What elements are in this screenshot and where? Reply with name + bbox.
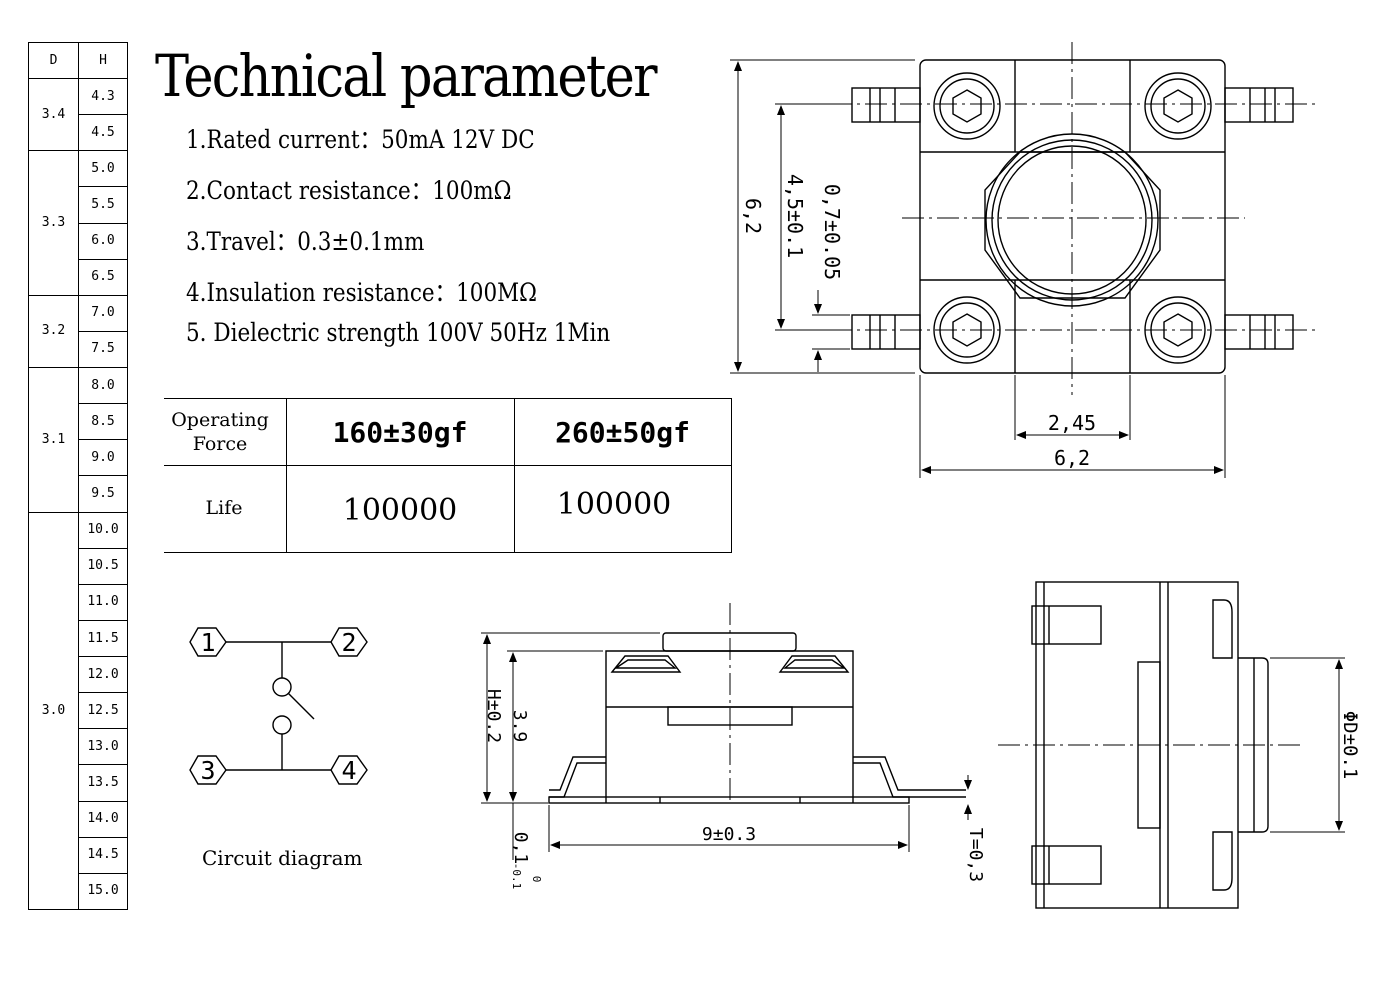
table-rule xyxy=(78,800,128,802)
dimension-table: D H 3.4 4.3 4.5 3.3 5.0 5.5 6.0 6.5 3.2 7.0 7.5 3.1… xyxy=(28,42,128,910)
dim-top-pin: 0,7±0.05 xyxy=(820,184,844,280)
circuit-diagram xyxy=(189,627,368,785)
dim-top-inner: 4,5±0.1 xyxy=(783,174,807,258)
table-rule xyxy=(78,583,128,585)
table-divider xyxy=(286,399,287,552)
param-dielectric-strength: 5. Dielectric strength 100V 50Hz 1Min xyxy=(186,318,611,347)
table-cell-d: 3.3 xyxy=(41,215,66,230)
table-rule xyxy=(78,439,128,441)
table-cell-h: 9.0 xyxy=(91,449,115,465)
table-rule xyxy=(78,836,128,838)
side-view-dimensions xyxy=(481,632,972,860)
param-contact-resistance: 2.Contact resistance：100mΩ xyxy=(186,176,512,205)
table-cell-h: 7.5 xyxy=(91,341,115,357)
dim-top-height: 6,2 xyxy=(741,198,765,234)
circuit-diagram-label: Circuit diagram xyxy=(202,846,363,870)
col-header-h: H xyxy=(99,53,107,68)
table-cell-h: 11.0 xyxy=(87,594,119,610)
table-cell-h: 4.5 xyxy=(91,124,115,140)
pin-1-icon xyxy=(189,627,227,657)
top-view-dimensions xyxy=(730,59,1226,478)
table-cell-h: 6.0 xyxy=(91,233,115,249)
page-title: Technical parameter xyxy=(155,42,657,110)
table-rule xyxy=(78,403,128,405)
table-rule xyxy=(78,186,128,188)
table-cell-d: 3.0 xyxy=(41,702,66,718)
table-rule xyxy=(78,222,128,224)
table-rule xyxy=(29,294,128,296)
dim-side-base-tol-upper: 0 xyxy=(530,876,543,883)
table-cell-h: 12.5 xyxy=(87,702,119,718)
dim-side-height: H±0.2 xyxy=(483,689,504,743)
table-cell-d: 3.1 xyxy=(41,431,66,447)
table-cell-h: 15.0 xyxy=(87,883,119,899)
table-cell-h: 9.5 xyxy=(91,485,115,501)
dim-end-diameter: ΦD±0.1 xyxy=(1339,711,1361,780)
table-cell-h: 6.5 xyxy=(91,269,115,285)
table-rule xyxy=(29,150,128,152)
table-rule xyxy=(78,872,128,874)
table-rule xyxy=(78,114,128,116)
table-rule xyxy=(78,692,128,694)
side-view xyxy=(548,632,966,804)
table-rule xyxy=(78,619,128,621)
dim-side-base-tol-lower: -0.1 xyxy=(510,863,523,890)
table-cell-h: 13.0 xyxy=(87,738,119,754)
pin-3-icon xyxy=(189,755,227,785)
table-cell-h: 7.0 xyxy=(91,305,115,321)
life-value-1: 100000 xyxy=(342,492,458,528)
table-cell-d: 3.4 xyxy=(41,106,66,122)
table-rule xyxy=(78,547,128,549)
pin-4-icon xyxy=(330,755,368,785)
dim-top-width: 6,2 xyxy=(1054,446,1090,470)
operating-force-label: Operating Force xyxy=(171,409,269,455)
table-rule xyxy=(78,475,128,477)
force-value-1: 160±30gf xyxy=(332,415,468,449)
force-value-2: 260±50gf xyxy=(555,415,690,449)
table-rule xyxy=(29,78,128,79)
table-cell-h: 10.0 xyxy=(87,522,119,538)
pin-2-icon xyxy=(330,627,368,657)
dim-side-length: 9±0.3 xyxy=(702,824,756,845)
end-view-dimensions xyxy=(1270,657,1345,833)
col-header-d: D xyxy=(49,53,58,68)
table-rule xyxy=(29,511,128,513)
dim-side-body: 3.9 xyxy=(509,710,530,743)
life-label: Life xyxy=(205,496,243,519)
life-value-2: 100000 xyxy=(556,486,672,522)
table-cell-h: 11.5 xyxy=(87,630,119,646)
dim-top-inner-width: 2,45 xyxy=(1048,411,1096,435)
param-insulation-resistance: 4.Insulation resistance：100MΩ xyxy=(186,278,537,307)
table-cell-h: 14.0 xyxy=(87,811,119,827)
table-cell-h: 14.5 xyxy=(87,847,119,863)
table-cell-h: 4.3 xyxy=(91,88,115,104)
table-rule xyxy=(78,258,128,260)
pin-2-label: 2 xyxy=(341,628,356,657)
dim-side-thickness: T=0,3 xyxy=(965,828,986,882)
table-rule xyxy=(78,330,128,332)
table-cell-h: 10.5 xyxy=(87,558,119,574)
table-rule xyxy=(78,764,128,766)
force-life-table: Operating Force 160±30gf 260±50gf Life 1… xyxy=(164,398,732,553)
pin-1-label: 1 xyxy=(200,628,215,657)
param-travel: 3.Travel：0.3±0.1mm xyxy=(186,227,425,256)
table-cell-h: 8.0 xyxy=(91,377,115,393)
table-cell-h: 5.0 xyxy=(91,160,115,176)
table-rule xyxy=(78,728,128,730)
table-cell-h: 8.5 xyxy=(91,413,115,429)
table-cell-d: 3.2 xyxy=(41,323,66,339)
table-cell-h: 13.5 xyxy=(87,775,119,791)
table-rule xyxy=(164,465,731,466)
pin-4-label: 4 xyxy=(341,756,356,785)
dim-side-base: 0,1 xyxy=(510,832,531,865)
table-rule xyxy=(78,656,128,658)
table-cell-h: 5.5 xyxy=(91,196,115,212)
param-rated-current: 1.Rated current：50mA 12V DC xyxy=(186,125,535,154)
top-view-centerlines xyxy=(830,42,1318,395)
pin-3-label: 3 xyxy=(200,756,215,785)
table-divider xyxy=(514,399,515,552)
table-rule xyxy=(29,367,128,369)
table-cell-h: 12.0 xyxy=(87,666,119,682)
